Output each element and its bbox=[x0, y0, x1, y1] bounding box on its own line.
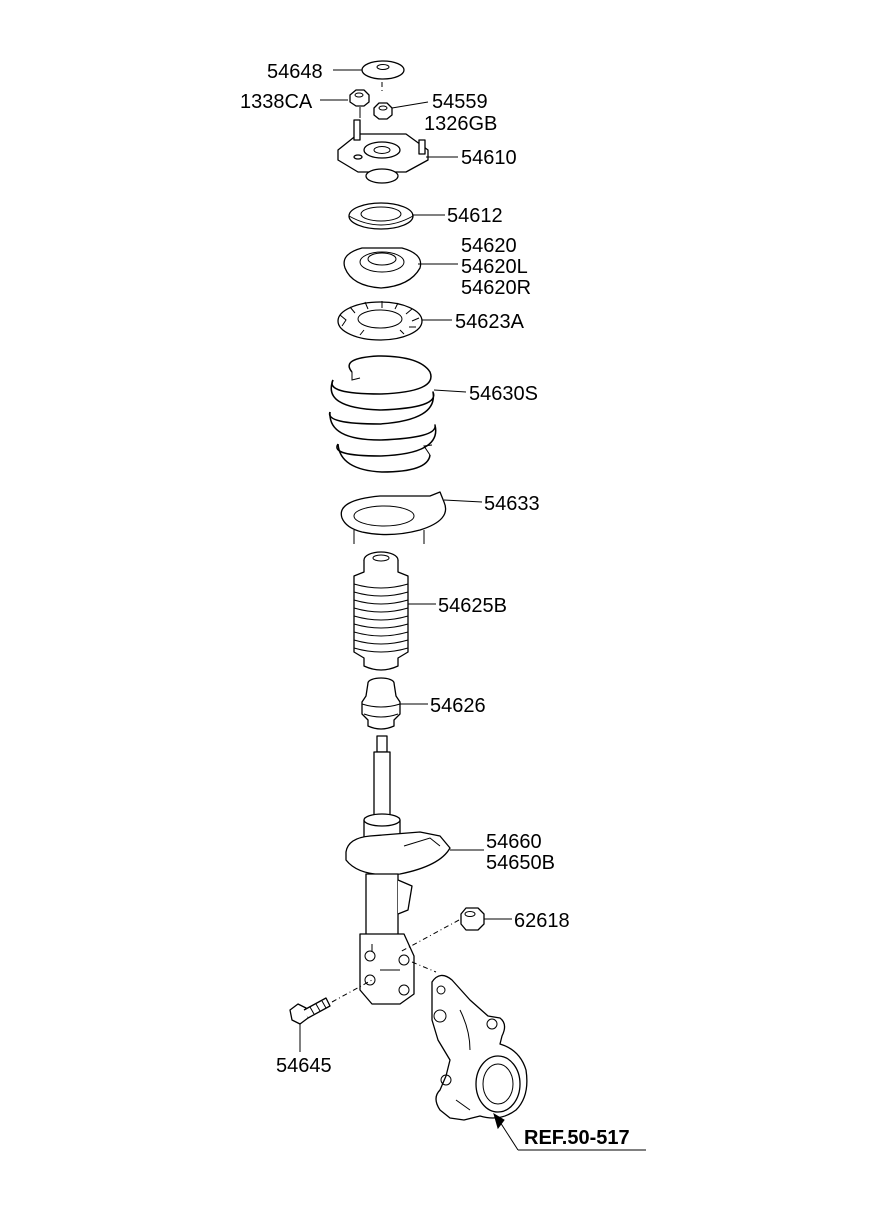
assembly-centerlines bbox=[331, 82, 460, 1003]
label-54620L: 54620L bbox=[461, 256, 528, 278]
washer-54648 bbox=[361, 60, 405, 80]
label-1326GB: 1326GB bbox=[424, 113, 497, 135]
label-54610: 54610 bbox=[461, 147, 517, 169]
label-54612: 54612 bbox=[447, 205, 503, 227]
label-62618: 62618 bbox=[514, 910, 570, 932]
label-1338CA: 1338CA bbox=[240, 91, 313, 113]
strut-mount-54610 bbox=[337, 119, 429, 184]
leader-lines bbox=[299, 69, 646, 1151]
coil-spring-54630S bbox=[328, 355, 437, 473]
label-54620: 54620 bbox=[461, 235, 517, 257]
nut-54559 bbox=[373, 102, 393, 120]
steering-knuckle bbox=[431, 974, 528, 1121]
strut-assembly-54660 bbox=[345, 735, 451, 1005]
bearing-54612 bbox=[348, 202, 414, 230]
label-54645: 54645 bbox=[276, 1055, 332, 1077]
label-ref-50-517: REF.50-517 bbox=[524, 1127, 630, 1149]
nut-62618 bbox=[460, 907, 485, 931]
bolt-54645 bbox=[289, 997, 331, 1025]
label-54626: 54626 bbox=[430, 695, 486, 717]
nut-1338CA bbox=[349, 89, 370, 118]
label-54648: 54648 bbox=[267, 61, 323, 83]
label-54633: 54633 bbox=[484, 493, 540, 515]
label-54625B: 54625B bbox=[438, 595, 507, 617]
bump-stopper-54626 bbox=[361, 677, 401, 730]
spring-lower-seat-54633 bbox=[340, 491, 447, 544]
spring-seat-54620 bbox=[343, 247, 422, 289]
label-54620R: 54620R bbox=[461, 277, 531, 299]
label-54623A: 54623A bbox=[455, 311, 525, 333]
label-54559: 54559 bbox=[432, 91, 488, 113]
label-54650B: 54650B bbox=[486, 852, 555, 874]
label-54630S: 54630S bbox=[469, 383, 538, 405]
spring-pad-54623A bbox=[337, 301, 423, 341]
dust-cover-54625B bbox=[353, 551, 409, 671]
label-54660: 54660 bbox=[486, 831, 542, 853]
